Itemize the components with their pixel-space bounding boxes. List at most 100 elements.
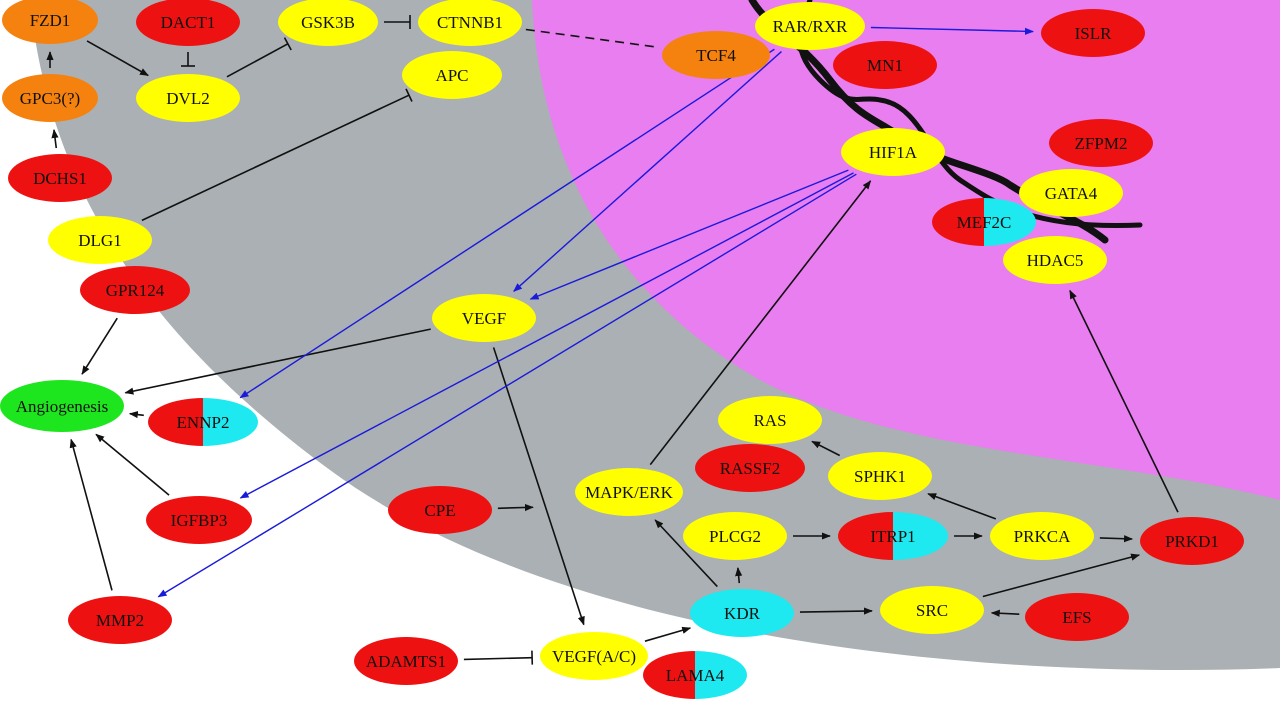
node-shape bbox=[838, 512, 948, 560]
node-label: RAR/RXR bbox=[773, 17, 848, 36]
node-label: MMP2 bbox=[96, 611, 144, 630]
node-shape bbox=[2, 0, 98, 44]
node-mmp2: MMP2 bbox=[68, 596, 172, 644]
node-label: MAPK/ERK bbox=[585, 483, 674, 502]
node-efs: EFS bbox=[1025, 593, 1129, 641]
node-label: VEGF(A/C) bbox=[552, 647, 636, 666]
node-shape bbox=[828, 452, 932, 500]
node-shape bbox=[683, 512, 787, 560]
edge-KDR-MAPKERK bbox=[654, 519, 718, 588]
edge-HIF1A-VEGF bbox=[529, 169, 849, 300]
node-ras: RAS bbox=[718, 396, 822, 444]
node-label: APC bbox=[435, 66, 468, 85]
node-shape bbox=[833, 41, 937, 89]
node-label: CPE bbox=[424, 501, 455, 520]
node-label: ENNP2 bbox=[177, 413, 230, 432]
node-shape bbox=[388, 486, 492, 534]
node-shape bbox=[148, 398, 258, 446]
node-ennp2: ENNP2 bbox=[148, 398, 258, 446]
node-shape bbox=[2, 74, 98, 122]
node-shape bbox=[575, 468, 683, 516]
inhibit-bar-DVL2-GSK3B bbox=[283, 37, 292, 51]
node-shape bbox=[932, 198, 1036, 246]
node-shape bbox=[278, 0, 378, 46]
node-shape bbox=[0, 380, 124, 432]
node-vegfac: VEGF(A/C) bbox=[540, 632, 648, 680]
node-vegf: VEGF bbox=[432, 294, 536, 342]
node-label: GPC3(?) bbox=[20, 89, 80, 108]
edge-KDR-PLCG2 bbox=[735, 567, 743, 584]
node-label: HIF1A bbox=[869, 143, 918, 162]
node-label: RAS bbox=[753, 411, 786, 430]
node-shape bbox=[880, 586, 984, 634]
node-shape bbox=[1140, 517, 1244, 565]
node-label: KDR bbox=[724, 604, 761, 623]
node-islr: ISLR bbox=[1041, 9, 1145, 57]
node-shape bbox=[990, 512, 1094, 560]
node-lama4: LAMA4 bbox=[643, 651, 747, 699]
node-shape bbox=[643, 651, 747, 699]
node-shape bbox=[146, 496, 252, 544]
node-kdr: KDR bbox=[690, 589, 794, 637]
node-label: GATA4 bbox=[1045, 184, 1098, 203]
node-label: ITRP1 bbox=[870, 527, 915, 546]
node-shape bbox=[1041, 9, 1145, 57]
node-shape bbox=[1003, 236, 1107, 284]
edge-RARRXR-VEGF bbox=[513, 51, 782, 292]
edge-SRC-PRKD1 bbox=[982, 553, 1141, 598]
node-label: DVL2 bbox=[166, 89, 209, 108]
inhibit-bar-DLG1-APC bbox=[405, 88, 413, 102]
node-label: DACT1 bbox=[161, 13, 216, 32]
edges-layer bbox=[46, 15, 1179, 665]
node-shape bbox=[690, 589, 794, 637]
edge-IGFBP3-Angiogenesis bbox=[95, 433, 170, 496]
node-shape bbox=[418, 0, 522, 46]
node-shape bbox=[1049, 119, 1153, 167]
node-shape bbox=[136, 74, 240, 122]
node-shape bbox=[432, 294, 536, 342]
node-label: DLG1 bbox=[78, 231, 121, 250]
node-rarrxr: RAR/RXR bbox=[755, 2, 865, 50]
node-shape bbox=[718, 396, 822, 444]
node-mapkerk: MAPK/ERK bbox=[575, 468, 683, 516]
node-shape bbox=[402, 51, 502, 99]
node-gsk3b: GSK3B bbox=[278, 0, 378, 46]
edge-DVL2-GSK3B bbox=[226, 43, 289, 78]
node-adamts1: ADAMTS1 bbox=[354, 637, 458, 685]
edge-PRKCA-SPHK1 bbox=[927, 493, 997, 520]
edge-HIF1A-IGFBP3 bbox=[239, 172, 854, 499]
node-shape bbox=[8, 154, 112, 202]
node-shape bbox=[136, 0, 240, 46]
node-gata4: GATA4 bbox=[1019, 169, 1123, 217]
node-hdac5: HDAC5 bbox=[1003, 236, 1107, 284]
node-shape bbox=[354, 637, 458, 685]
edge-MAPKERK-HIF1A bbox=[649, 180, 872, 466]
edge-GPR124-Angiogenesis bbox=[81, 317, 118, 375]
node-gpr124: GPR124 bbox=[80, 266, 190, 314]
node-label: LAMA4 bbox=[666, 666, 725, 685]
edge-VEGF-Angiogenesis bbox=[124, 328, 431, 395]
node-shape bbox=[540, 632, 648, 680]
node-label: VEGF bbox=[462, 309, 506, 328]
node-shape bbox=[48, 216, 152, 264]
node-label: GSK3B bbox=[301, 13, 355, 32]
node-rassf2: RASSF2 bbox=[695, 444, 805, 492]
node-itrp1: ITRP1 bbox=[838, 512, 948, 560]
node-label: EFS bbox=[1062, 608, 1091, 627]
node-shape bbox=[755, 2, 865, 50]
edge-DCHS1-GPC3 bbox=[51, 128, 59, 149]
node-shape bbox=[1019, 169, 1123, 217]
node-label: SPHK1 bbox=[854, 467, 906, 486]
edge-EFS-SRC bbox=[990, 609, 1020, 617]
node-shape bbox=[841, 128, 945, 176]
node-fzd1: FZD1 bbox=[2, 0, 98, 44]
node-label: ZFPM2 bbox=[1075, 134, 1128, 153]
node-plcg2: PLCG2 bbox=[683, 512, 787, 560]
node-apc: APC bbox=[402, 51, 502, 99]
node-cpe: CPE bbox=[388, 486, 492, 534]
edge-ADAMTS1-VEGFAC bbox=[463, 656, 533, 661]
node-zfpm2: ZFPM2 bbox=[1049, 119, 1153, 167]
node-shape bbox=[695, 444, 805, 492]
node-ctnnb1: CTNNB1 bbox=[418, 0, 522, 46]
node-shape bbox=[662, 31, 770, 79]
